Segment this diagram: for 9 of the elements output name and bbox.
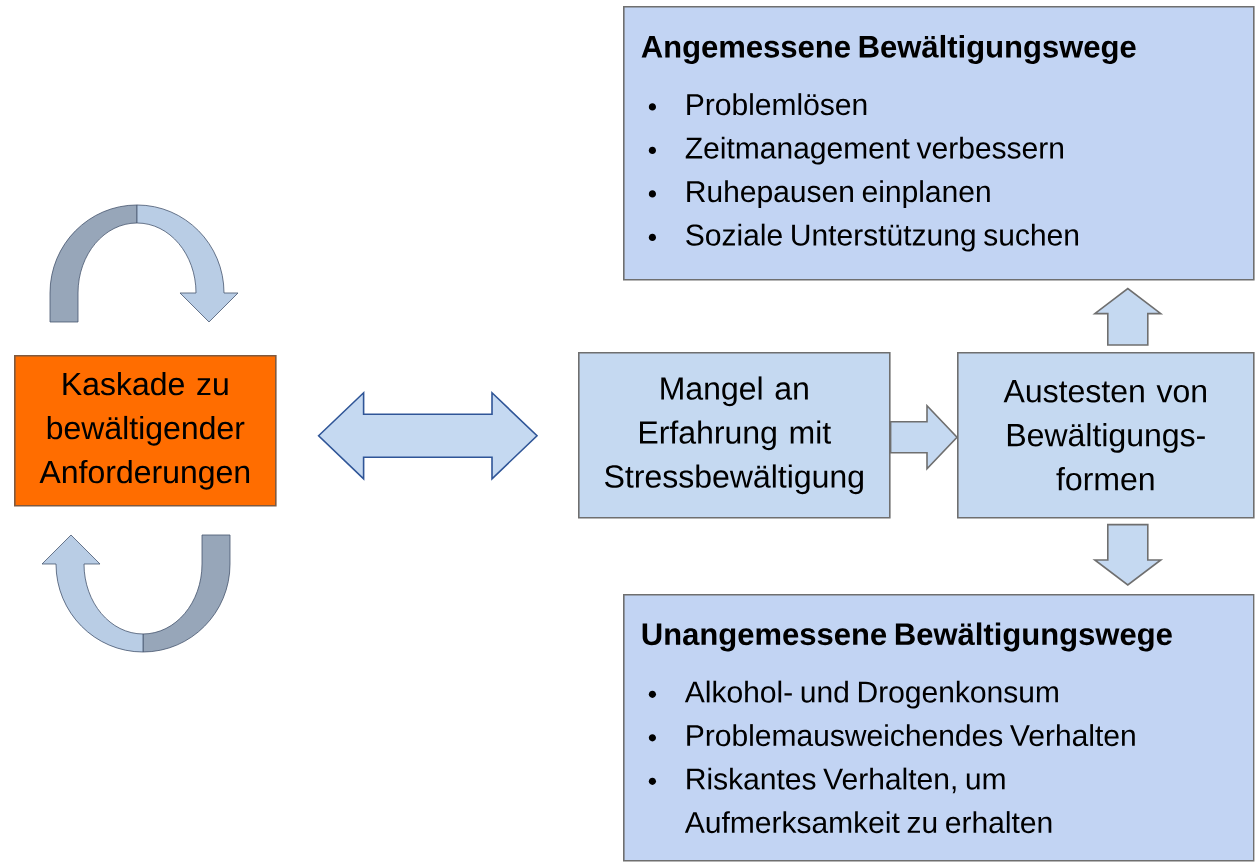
list-box: Unangemessene Bewältigungswege Alkohol- und Drogenkonsum Problemausweichendes Verhalten Riskantes Verhalten, um Aufmerksamkeit zu erhalten	[623, 594, 1255, 862]
process-box: Kaskade zu bewältigender Anforderungen	[14, 354, 277, 507]
block-arrow	[889, 403, 959, 471]
list-box: Angemessene Bewältigungswege Problemlösen Zeitmanagement verbessern Ruhepausen einplanen Soziale Unterstützung suchen	[623, 6, 1255, 281]
process-box: Mangel an Erfahrung mit Stressbewältigung	[578, 352, 891, 519]
block-arrow	[1092, 287, 1164, 346]
block-arrow	[1092, 523, 1164, 586]
process-box: Austesten von Bewältigungs- formen	[957, 352, 1255, 519]
block-arrow	[317, 390, 539, 481]
